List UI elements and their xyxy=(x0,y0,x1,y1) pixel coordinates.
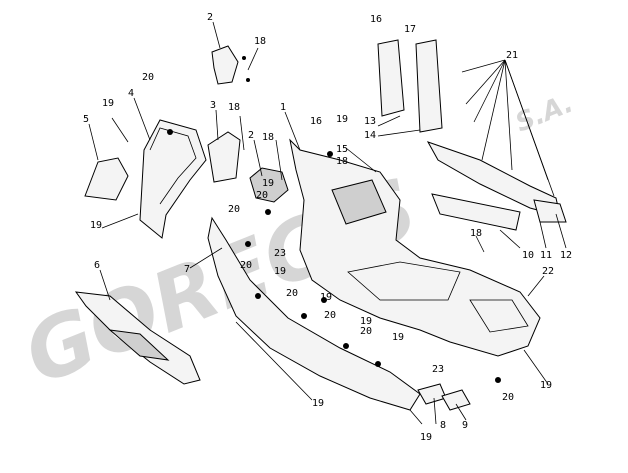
callout-23b: 23 xyxy=(432,364,444,375)
lock-unit xyxy=(249,167,289,203)
callout-19g: 19 xyxy=(360,316,372,327)
callout-20e: 20 xyxy=(324,310,336,321)
rear-recess xyxy=(469,299,529,333)
callout-2: 2 xyxy=(207,12,213,23)
callout-18e: 18 xyxy=(470,228,482,239)
callout-4: 4 xyxy=(128,88,134,99)
callout-6: 6 xyxy=(94,260,100,271)
callout-17: 17 xyxy=(404,24,416,35)
front-shield-inner xyxy=(149,127,197,205)
clip-icon xyxy=(495,377,501,383)
small-trim-right xyxy=(441,389,471,411)
floor-recess xyxy=(347,261,461,301)
footboard-end-cap xyxy=(533,199,567,223)
footboard-strip xyxy=(431,193,521,231)
callout-20h: 20 xyxy=(256,190,268,201)
footrest-grid-right xyxy=(415,39,443,133)
callout-13: 13 xyxy=(364,116,376,127)
clip-icon xyxy=(301,313,307,319)
callout-3: 3 xyxy=(210,100,216,111)
callout-1: 1 xyxy=(280,102,286,113)
callout-11: 11 xyxy=(540,250,552,261)
callout-19d: 19 xyxy=(262,178,274,189)
callout-18a: 18 xyxy=(254,36,266,47)
callout-19b: 19 xyxy=(90,220,102,231)
callout-15: 15 xyxy=(336,144,348,155)
footrest-grid-left xyxy=(377,39,405,117)
callout-19i: 19 xyxy=(312,398,324,409)
callout-14: 14 xyxy=(364,130,376,141)
callout-10: 10 xyxy=(522,250,534,261)
clip-icon xyxy=(167,129,173,135)
screw-icon xyxy=(265,209,271,215)
callout-7: 7 xyxy=(184,264,190,275)
callout-20b: 20 xyxy=(228,204,240,215)
leader-lines xyxy=(88,21,567,425)
callout-20g: 20 xyxy=(502,392,514,403)
bracket-part xyxy=(207,131,241,183)
callout-16b: 16 xyxy=(310,116,322,127)
callout-19c: 19 xyxy=(336,114,348,125)
callout-23a: 23 xyxy=(274,248,286,259)
clip-icon xyxy=(327,151,333,157)
screw-icon xyxy=(242,56,246,60)
clip-icon xyxy=(321,297,327,303)
callout-2b: 2 xyxy=(248,130,254,141)
callout-labels: 1 2 2 3 4 5 6 7 8 9 10 11 12 13 14 15 16… xyxy=(83,12,572,443)
callout-19j: 19 xyxy=(420,432,432,443)
vent-grille xyxy=(331,179,387,225)
callout-22: 22 xyxy=(542,266,554,277)
screw-icon xyxy=(246,78,250,82)
watermark-suffix: S.A. xyxy=(511,89,577,139)
headlight-lens xyxy=(84,157,129,201)
callout-16a: 16 xyxy=(370,14,382,25)
upper-bracket xyxy=(211,45,239,85)
callout-21: 21 xyxy=(506,50,518,61)
callout-19h: 19 xyxy=(392,332,404,343)
front-shield xyxy=(139,119,207,239)
callout-18c: 18 xyxy=(262,132,274,143)
callout-19e: 19 xyxy=(274,266,286,277)
clip-icon xyxy=(255,293,261,299)
callout-20a: 20 xyxy=(142,72,154,83)
callout-18d: 18 xyxy=(336,156,348,167)
small-trim-left xyxy=(417,383,447,405)
side-cover-shade xyxy=(108,329,170,361)
callout-19k: 19 xyxy=(540,380,552,391)
callout-19f: 19 xyxy=(320,292,332,303)
callout-5: 5 xyxy=(83,114,89,125)
clip-icon xyxy=(245,241,251,247)
callout-9: 9 xyxy=(462,420,468,431)
callout-20c: 20 xyxy=(240,260,252,271)
fasteners xyxy=(167,56,501,383)
callout-8: 8 xyxy=(440,420,446,431)
callout-19a: 19 xyxy=(102,98,114,109)
callout-18b: 18 xyxy=(228,102,240,113)
callout-20d: 20 xyxy=(286,288,298,299)
callout-12: 12 xyxy=(560,250,572,261)
clip-icon xyxy=(343,343,349,349)
callout-20f: 20 xyxy=(360,326,372,337)
clip-icon xyxy=(375,361,381,367)
